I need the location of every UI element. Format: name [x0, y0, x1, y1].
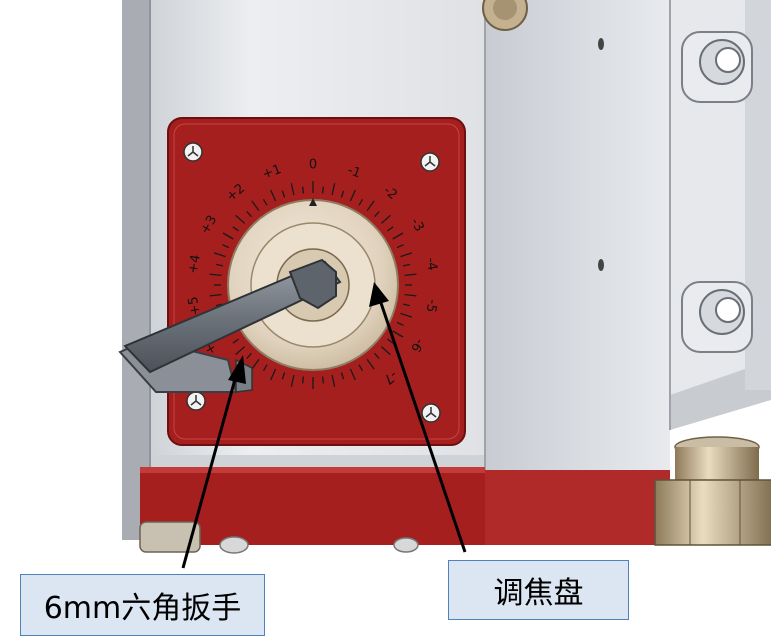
dial-tick	[270, 368, 277, 381]
dial-tick	[302, 186, 305, 194]
brass-fitting	[654, 436, 771, 546]
dial-tick	[402, 303, 410, 307]
dial-tick	[366, 200, 375, 211]
wrench-callout-label: 6mm六角扳手	[20, 574, 265, 636]
dial-tick	[387, 338, 394, 344]
bracket-hole-top	[681, 31, 753, 103]
dial-tick	[387, 226, 394, 232]
dial-pointer-icon	[309, 198, 317, 206]
dial-tick	[235, 214, 246, 224]
dial-tick	[290, 183, 295, 196]
plate-screw-icon	[421, 403, 441, 423]
dial-callout-label: 调焦盘	[448, 560, 629, 620]
dial-scale-label: -4	[423, 256, 440, 271]
dial-tick	[216, 263, 224, 267]
dial-tick	[213, 252, 226, 258]
bracket-hole-bottom	[681, 281, 753, 353]
dial-tick	[400, 312, 413, 318]
dial-tick	[380, 346, 391, 356]
dial-tick	[281, 372, 286, 380]
dial-tick	[340, 190, 345, 198]
dial-scale-label: -1	[345, 163, 362, 182]
dial-tick	[262, 364, 268, 372]
bottom-knob	[139, 521, 419, 554]
dial-scale-label: 0	[309, 158, 317, 173]
dial-tick	[374, 352, 380, 360]
dial-tick	[321, 376, 324, 384]
dial-tick	[358, 364, 364, 372]
hex-wrench	[118, 258, 342, 393]
dial-scale-label: +4	[186, 253, 204, 274]
dial-tick	[396, 321, 404, 326]
dial-tick	[209, 273, 222, 277]
dial-tick	[331, 374, 336, 387]
dial-tick	[246, 210, 252, 218]
plate-screw-icon	[183, 142, 203, 162]
dial-tick	[404, 293, 417, 297]
dial-scale-label: -3	[407, 216, 426, 235]
dial-tick	[366, 359, 375, 370]
dial-tick	[235, 346, 246, 356]
dial-tick	[380, 214, 391, 224]
dial-tick	[402, 263, 410, 267]
side-bracket	[669, 0, 771, 430]
dial-tick	[396, 244, 404, 249]
dial-tick	[340, 372, 345, 380]
dial-tick	[400, 252, 413, 258]
dial-callout-arrow	[369, 282, 467, 553]
dial-tick	[232, 338, 239, 344]
dial-tick	[358, 198, 364, 206]
dial-tick	[251, 200, 260, 211]
dial-scale-label: -6	[407, 336, 426, 355]
dial-tick	[246, 352, 252, 360]
dial-tick	[321, 186, 324, 194]
dial-tick	[392, 330, 404, 338]
dial-scale-label: +5	[186, 295, 204, 316]
wrench-callout-arrow	[181, 355, 246, 569]
dial-tick	[392, 232, 404, 240]
plate-screw-icon	[186, 391, 206, 411]
dial-tick	[270, 189, 277, 202]
dial-tick	[262, 198, 268, 206]
dial-tick	[251, 359, 260, 370]
dial-tick	[331, 183, 336, 196]
dial-tick	[302, 376, 305, 384]
dial-tick	[290, 374, 295, 387]
dial-scale	[209, 181, 417, 389]
dial-tick	[222, 244, 230, 249]
dial-tick	[222, 232, 234, 240]
dial-tick	[349, 189, 356, 202]
dial-scale-label: +1	[260, 162, 283, 183]
lower-red-band	[140, 467, 670, 545]
dial-scale-label: -5	[423, 298, 440, 313]
dial-tick	[209, 293, 222, 297]
dial-tick	[232, 226, 239, 232]
dial-tick	[404, 273, 417, 277]
plate-screw-icon	[420, 152, 440, 172]
dial-tick	[374, 210, 380, 218]
dial-tick	[349, 368, 356, 381]
dial-tick	[281, 190, 286, 198]
